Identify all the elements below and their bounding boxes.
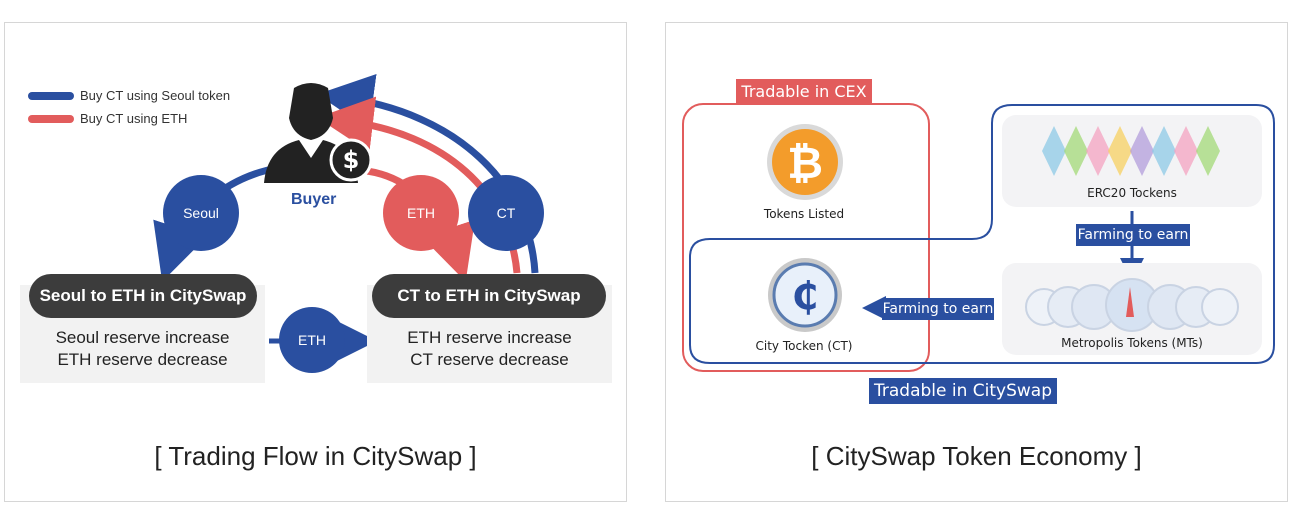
seoul-pool-line1: Seoul reserve increase [55, 328, 230, 347]
seoul-pool-title: Seoul to ETH in CitySwap [29, 274, 257, 318]
trading-flow-caption: [ Trading Flow in CitySwap ] [154, 441, 477, 471]
svg-text:$: $ [343, 146, 360, 174]
tradable-cex-tag: Tradable in CEX [736, 79, 872, 103]
eth-transfer-circle: ETH [279, 307, 345, 373]
ct-pool-title: CT to ETH in CitySwap [372, 274, 606, 318]
buyer-icon: $ [264, 83, 373, 183]
svg-text:₵: ₵ [792, 274, 818, 318]
ct-token-circle: CT [468, 175, 544, 251]
eth-token-circle: ETH [383, 175, 459, 251]
buyer-label: Buyer [291, 191, 337, 208]
ct-pool-line2: CT reserve decrease [410, 350, 569, 369]
city-token-label: City Tocken (CT) [755, 339, 853, 353]
metropolis-label: Metropolis Tokens (MTs) [1061, 336, 1203, 350]
cex-frame [682, 103, 930, 372]
erc20-label: ERC20 Tockens [1087, 186, 1177, 200]
svg-text:₿: ₿ [787, 138, 823, 189]
metropolis-tokens-icon [1025, 278, 1239, 332]
seoul-token-circle: Seoul [163, 175, 239, 251]
bitcoin-icon: ₿ [767, 124, 843, 200]
city-token-icon: ₵ [768, 258, 842, 332]
seoul-pool-line2: ETH reserve decrease [57, 350, 228, 369]
erc20-tokens-icon [1042, 126, 1220, 176]
trading-flow-panel: Buy CT using Seoul token Buy CT using ET… [4, 22, 627, 502]
tokens-listed-label: Tokens Listed [763, 207, 845, 221]
farming-tag-vertical: Farming to earn [1076, 224, 1190, 246]
legend-red-swatch [28, 115, 74, 123]
erc20-card [1002, 115, 1262, 207]
legend-blue-swatch [28, 92, 74, 100]
legend-seoul-label: Buy CT using Seoul token [80, 88, 231, 103]
legend-eth-label: Buy CT using ETH [80, 111, 188, 126]
token-economy-caption: [ CitySwap Token Economy ] [811, 441, 1142, 471]
token-economy-panel: Tradable in CEX ₿ Tokens Listed ₵ City T… [665, 22, 1288, 502]
tradable-cityswap-tag: Tradable in CitySwap [869, 378, 1057, 404]
ct-pool-line1: ETH reserve increase [407, 328, 572, 347]
farming-tag-horizontal: Farming to earn [882, 298, 994, 320]
cityswap-frame [689, 104, 1275, 364]
